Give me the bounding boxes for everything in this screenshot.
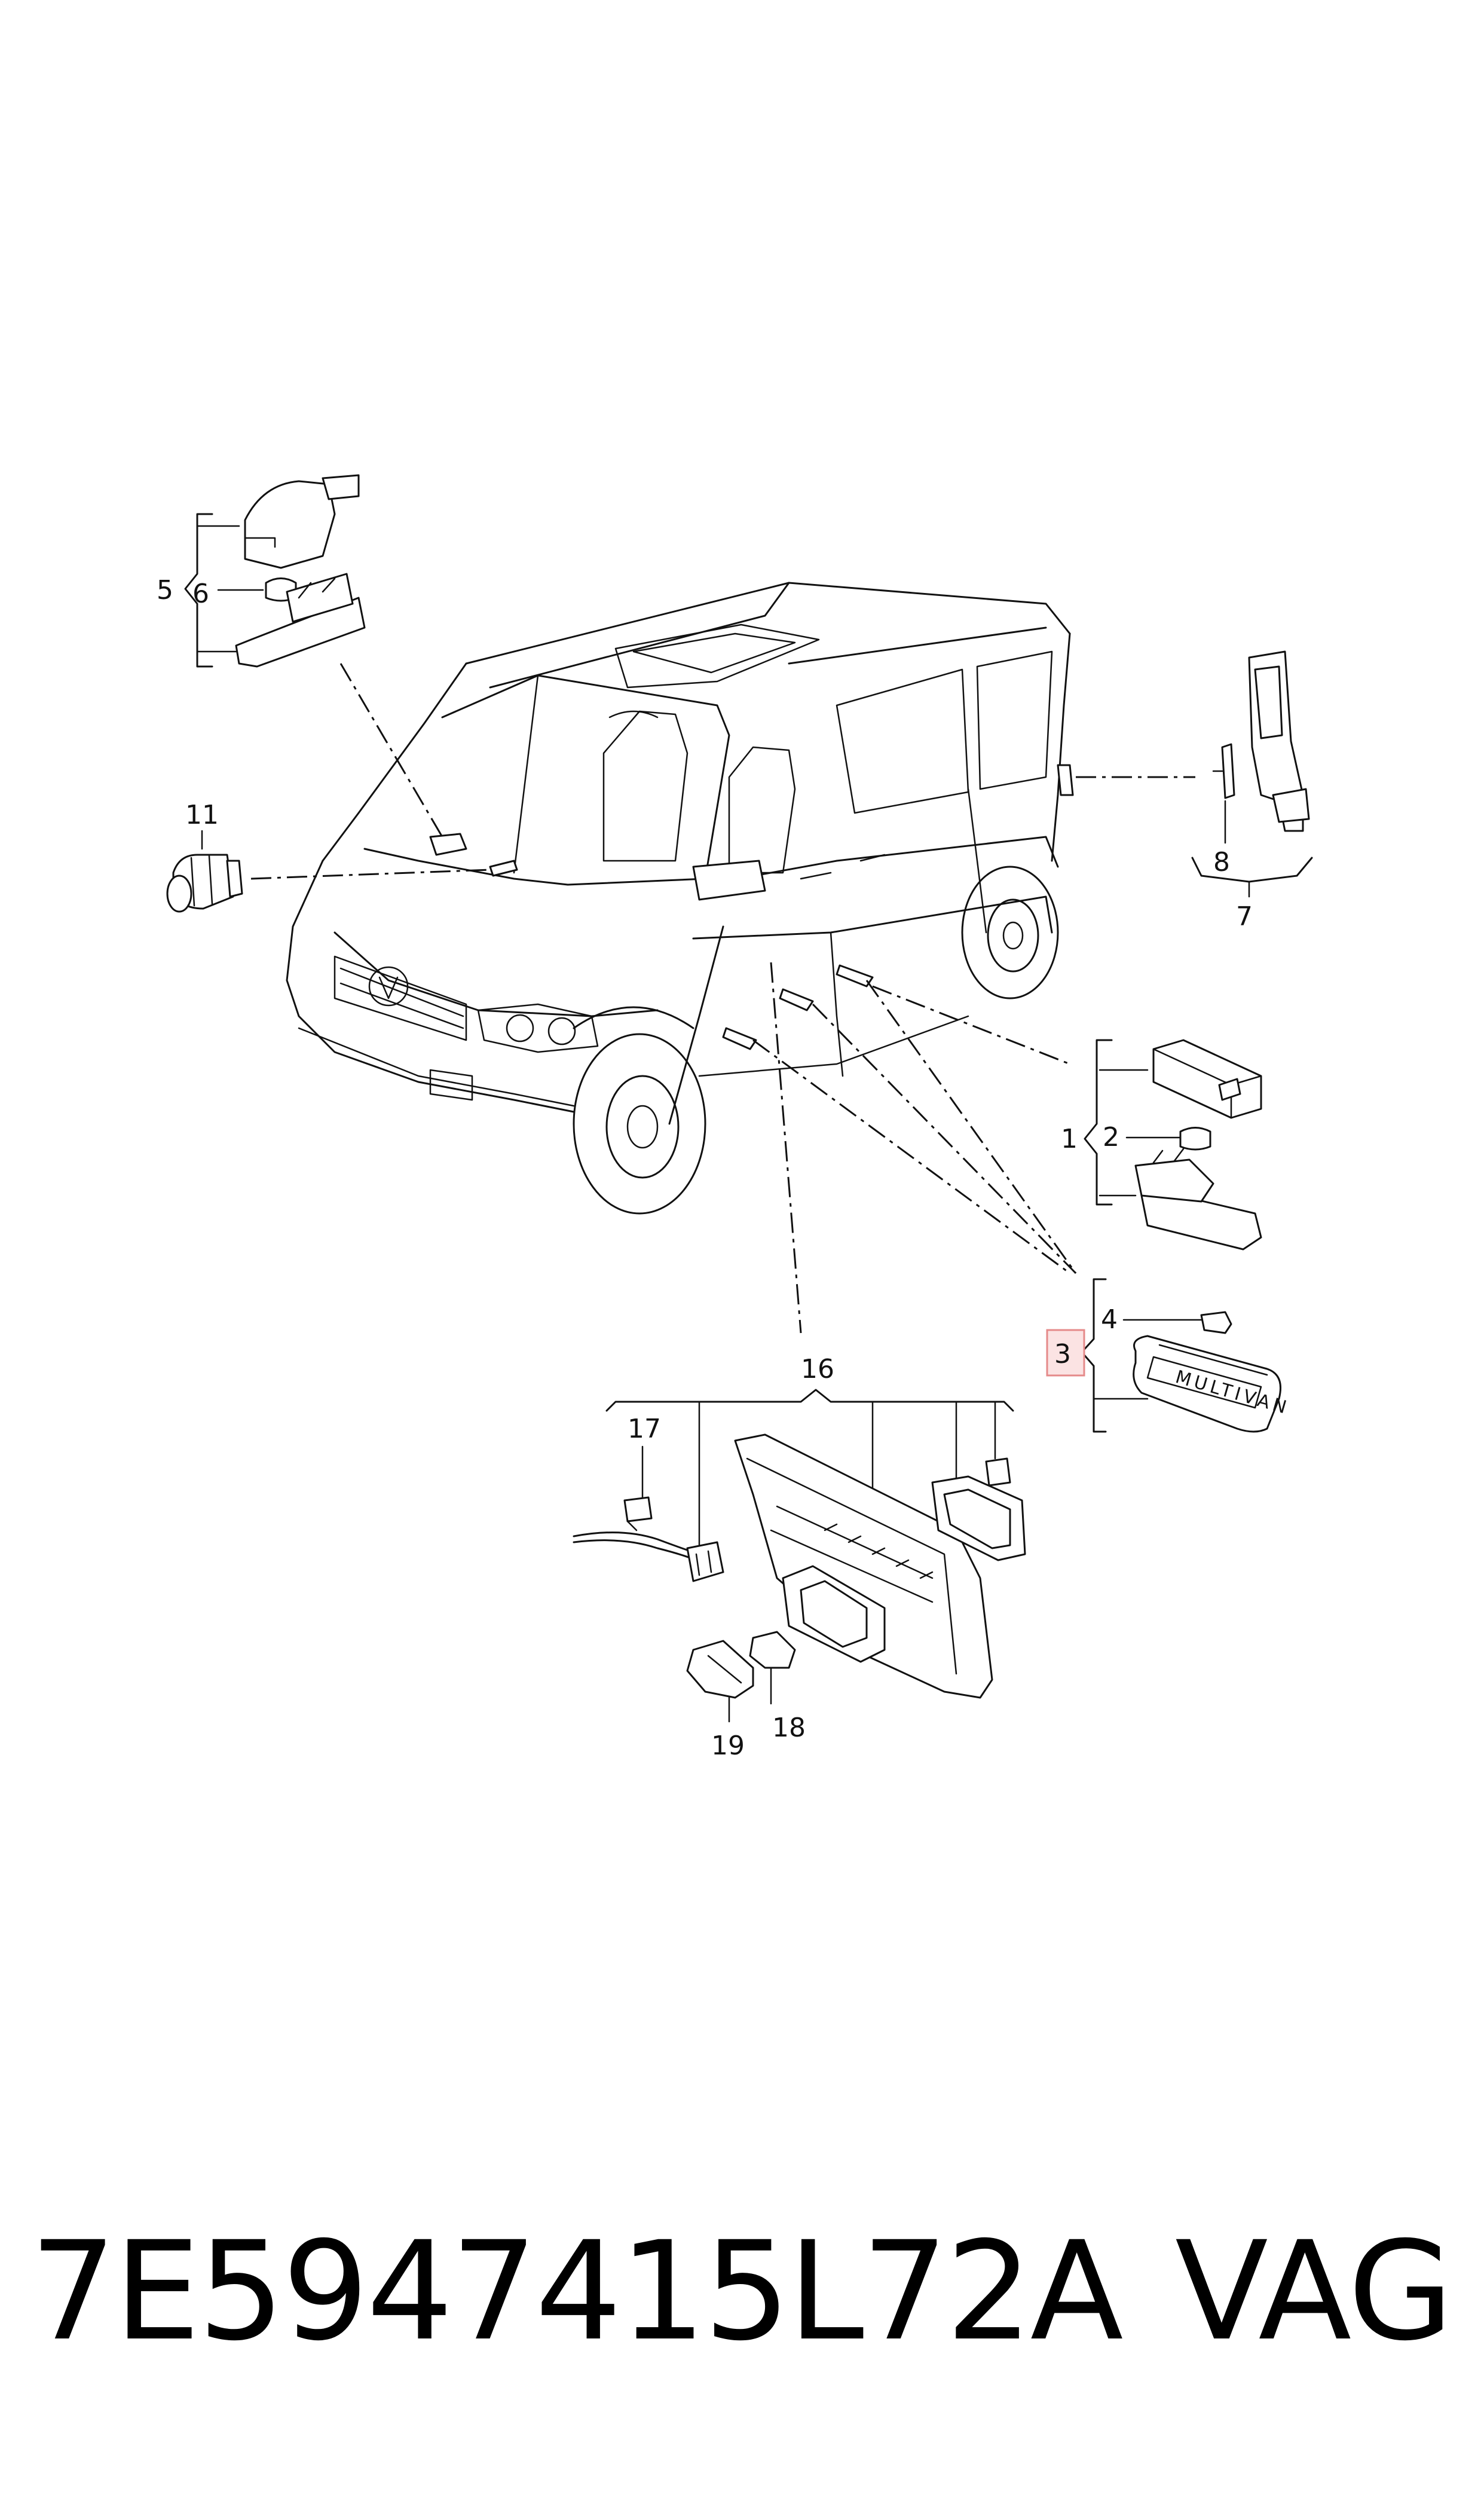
brand-name: VAG — [1174, 2212, 1454, 2371]
group-7-luggage-light: 8 7 — [1191, 650, 1313, 932]
group-1-door-light: 1 2 — [1061, 1039, 1262, 1251]
callout-16: 16 — [801, 1354, 834, 1384]
callout-2: 2 — [1103, 1122, 1119, 1152]
callout-18: 18 — [772, 1713, 806, 1743]
part-number: 7E5947415L72A — [30, 2212, 1124, 2371]
group-16-trim-panel: 16 17 18 — [573, 1354, 1026, 1761]
callout-6: 6 — [192, 579, 209, 609]
callout-3: 3 — [1054, 1339, 1071, 1369]
callout-11: 11 — [185, 800, 219, 830]
part-11-switch: 11 — [166, 800, 243, 913]
group-5-interior-light: 5 6 — [157, 474, 366, 668]
callout-1: 1 — [1061, 1124, 1078, 1154]
callout-4: 4 — [1101, 1304, 1118, 1335]
van-illustration — [286, 582, 1074, 1215]
footer: 7E5947415L72A VAG — [30, 2212, 1454, 2371]
group-3-entry-light: 3 4 MULTIVAN — [1046, 1278, 1292, 1433]
callout-19: 19 — [711, 1731, 745, 1761]
callout-7: 7 — [1236, 901, 1253, 932]
leader-lines — [250, 663, 1195, 1334]
callout-8: 8 — [1213, 847, 1230, 878]
callout-3-highlight — [1046, 1329, 1085, 1377]
callout-17: 17 — [628, 1414, 661, 1444]
callout-5: 5 — [157, 575, 173, 606]
